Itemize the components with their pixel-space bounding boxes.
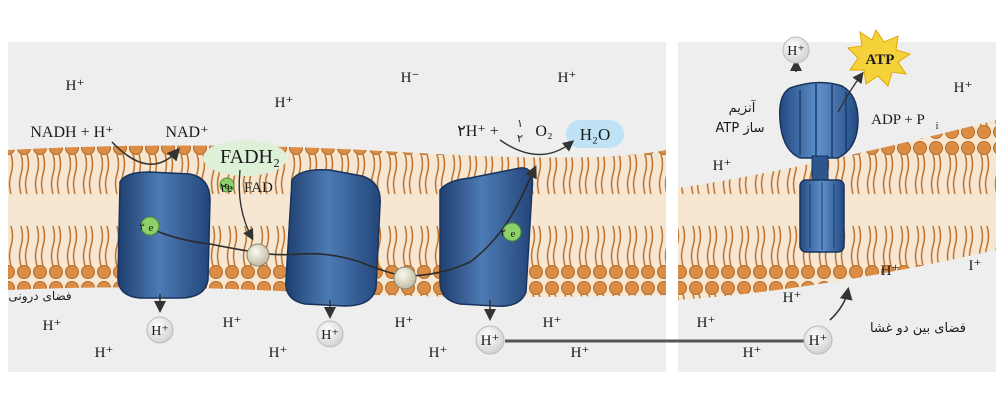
electron-label-c1: e	[149, 222, 154, 234]
proton-label: H⁺	[787, 44, 805, 59]
atp-synthase-label-2: ATP ساز	[716, 121, 765, 136]
atp-synthase-label-1: آنزیم	[729, 99, 757, 116]
proton-label: H⁺	[223, 315, 242, 331]
proton-label: H⁺	[275, 95, 294, 111]
proton-label: H⁺	[269, 345, 288, 361]
adp-label: ADP + P	[871, 112, 925, 128]
proton-minus-label: H⁻	[401, 70, 420, 86]
proton-label: H⁺	[881, 263, 900, 279]
cytochrome-c-icon	[394, 267, 416, 289]
electron-label-fad: e	[225, 181, 230, 192]
nadh-label: NADH + H⁺	[30, 124, 113, 141]
atp-label: ATP	[866, 52, 895, 68]
ubiquinone-icon	[247, 244, 269, 266]
proton-label: H⁺	[481, 333, 500, 349]
two-e-c1-label: ۲	[139, 222, 144, 233]
fadh2-label: FADH₂	[220, 146, 280, 168]
complex-1	[118, 172, 210, 298]
proton-label: H⁺	[697, 315, 716, 331]
two-e-c3-label: ۲	[500, 228, 505, 239]
proton-label: H⁺	[151, 324, 169, 339]
proton-label: H⁺	[571, 345, 590, 361]
complex-2	[286, 170, 380, 306]
water-label: H₂O	[580, 125, 610, 144]
proton-label: H⁺	[713, 158, 732, 174]
proton-label: H⁺	[395, 315, 414, 331]
proton-label: H⁺	[429, 345, 448, 361]
proton-label: H⁺	[783, 290, 802, 306]
inner-space-label: فضای درونی	[8, 289, 71, 304]
electron-label-c3: e	[511, 228, 516, 240]
proton-label: H⁺	[321, 328, 339, 343]
proton-label: H⁺	[809, 333, 828, 349]
proton-label: H⁺	[743, 345, 762, 361]
half-num-label: ۱	[517, 118, 523, 130]
oxygen-lhs-label: ۲H⁺ +	[457, 123, 499, 140]
half-den-label: ۲	[517, 133, 523, 145]
proton-label: H⁺	[95, 345, 114, 361]
adp-sub-label: i	[936, 121, 939, 132]
intermembrane-space-label: فضای بین دو غشا	[870, 321, 966, 336]
i-plus-label: I⁺	[969, 258, 982, 274]
nad-label: NAD⁺	[165, 124, 208, 141]
proton-label: H⁺	[43, 318, 62, 334]
proton-label: H⁺	[66, 78, 85, 94]
proton-label: H⁺	[543, 315, 562, 331]
fad-label: FAD	[244, 180, 273, 196]
proton-label: H⁺	[558, 70, 577, 86]
o2-label: O₂	[535, 123, 552, 140]
proton-label: H⁺	[954, 80, 973, 96]
